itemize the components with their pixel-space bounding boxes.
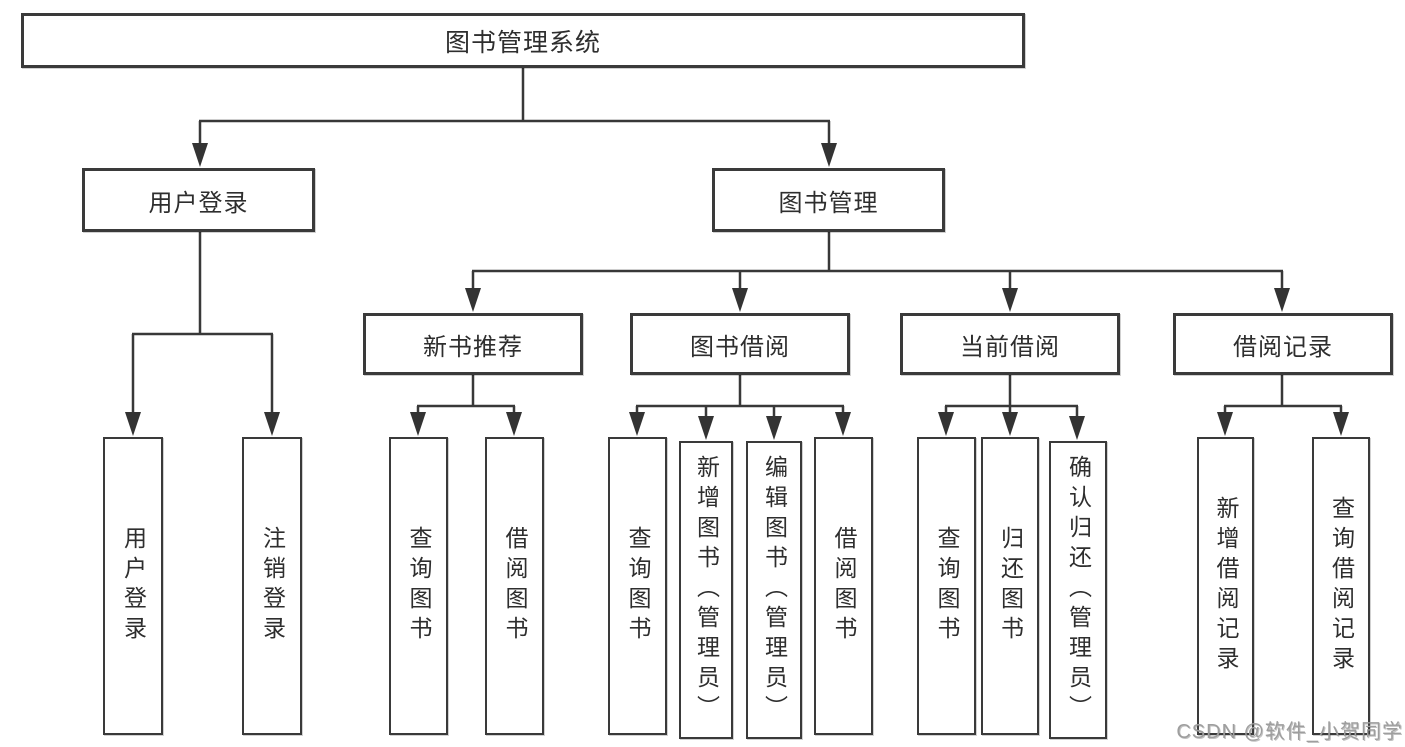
leaf-records-add-record: 新增借阅记录 bbox=[1197, 437, 1254, 735]
leaf-label: 新增借阅记录 bbox=[1213, 496, 1239, 676]
leaf-label: 确认归还（管理员） bbox=[1065, 455, 1092, 725]
leaf-borrow-add-books-admin: 新增图书（管理员） bbox=[679, 441, 733, 739]
leaf-label: 查询图书 bbox=[406, 526, 432, 646]
node-label: 图书借阅 bbox=[690, 333, 790, 361]
leaf-label: 查询图书 bbox=[625, 526, 651, 646]
leaf-label: 用户登录 bbox=[120, 526, 147, 646]
node-label: 新书推荐 bbox=[423, 333, 523, 361]
node-book-management: 图书管理 bbox=[712, 168, 945, 232]
node-user-login: 用户登录 bbox=[82, 168, 315, 232]
leaf-current-confirm-return-admin: 确认归还（管理员） bbox=[1049, 441, 1107, 739]
leaf-borrow-borrow-books: 借阅图书 bbox=[814, 437, 873, 735]
leaf-user-login: 用户登录 bbox=[103, 437, 163, 735]
leaf-label: 借阅图书 bbox=[502, 526, 528, 646]
node-label: 借阅记录 bbox=[1233, 333, 1333, 361]
node-label: 当前借阅 bbox=[960, 333, 1060, 361]
leaf-label: 查询借阅记录 bbox=[1328, 496, 1355, 676]
leaf-current-return-books: 归还图书 bbox=[981, 437, 1039, 735]
leaf-label: 借阅图书 bbox=[831, 526, 857, 646]
leaf-logout: 注销登录 bbox=[242, 437, 302, 735]
csdn-watermark: CSDN @软件_小贺同学 bbox=[1176, 721, 1403, 743]
node-label: 用户登录 bbox=[148, 189, 249, 217]
node-book-borrowing: 图书借阅 bbox=[630, 313, 850, 375]
leaf-label: 注销登录 bbox=[259, 526, 286, 646]
node-current-borrowing: 当前借阅 bbox=[900, 313, 1120, 375]
node-new-book-recommend: 新书推荐 bbox=[363, 313, 583, 375]
node-root-library-system: 图书管理系统 bbox=[21, 13, 1025, 68]
leaf-records-query-record: 查询借阅记录 bbox=[1312, 437, 1370, 735]
leaf-borrow-edit-books-admin: 编辑图书（管理员） bbox=[746, 441, 802, 739]
leaf-newrec-query-books: 查询图书 bbox=[389, 437, 448, 735]
leaf-borrow-query-books: 查询图书 bbox=[608, 437, 667, 735]
leaf-newrec-borrow-books: 借阅图书 bbox=[485, 437, 544, 735]
leaf-label: 编辑图书（管理员） bbox=[761, 455, 788, 725]
leaf-label: 查询图书 bbox=[934, 526, 960, 646]
leaf-label: 新增图书（管理员） bbox=[693, 455, 720, 725]
leaf-current-query-books: 查询图书 bbox=[917, 437, 976, 735]
node-borrow-records: 借阅记录 bbox=[1173, 313, 1393, 375]
node-label: 图书管理系统 bbox=[444, 28, 601, 57]
arrowhead-icons bbox=[125, 143, 1349, 440]
node-label: 图书管理 bbox=[778, 189, 879, 217]
leaf-label: 归还图书 bbox=[997, 526, 1024, 646]
